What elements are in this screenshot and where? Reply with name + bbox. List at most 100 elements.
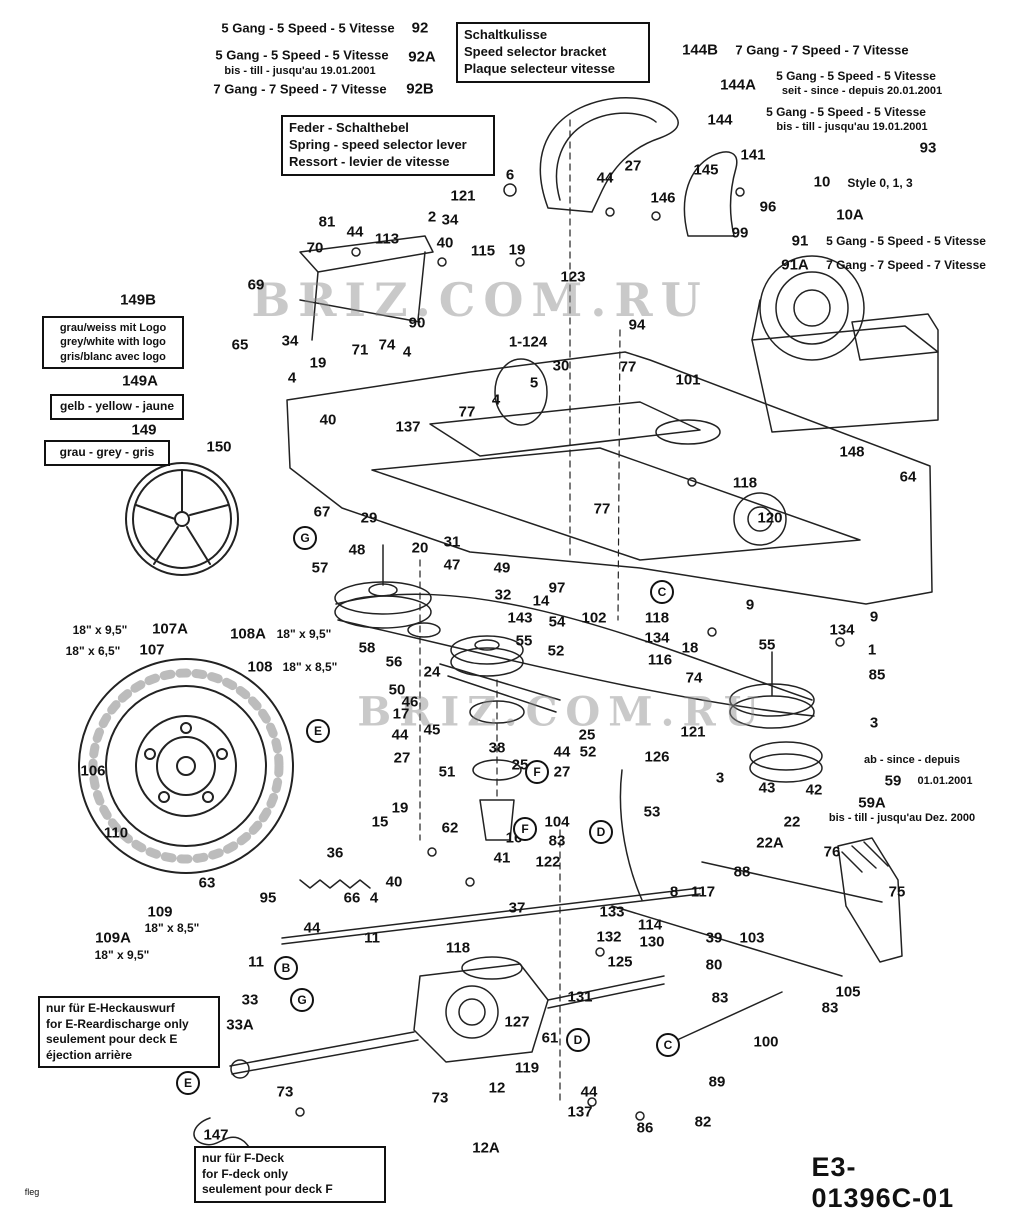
part-label: 113 — [374, 230, 400, 248]
part-label: 137 — [395, 418, 421, 436]
callout-line: grey/white with logo — [60, 336, 166, 349]
part-label: 73 — [276, 1083, 294, 1101]
part-label: 147 — [203, 1126, 229, 1144]
part-label: 19 — [391, 799, 409, 817]
part-label: 144 — [707, 111, 733, 129]
part-label: 92A — [408, 48, 436, 66]
part-label: 18" x 9,5" — [72, 623, 128, 637]
circled-letter-g: G — [293, 526, 317, 550]
part-label: 121 — [680, 723, 706, 741]
callout-line: Feder - Schalthebel — [289, 120, 409, 135]
part-label: 56 — [385, 653, 403, 671]
part-label: bis - till - jusqu'au 19.01.2001 — [776, 121, 928, 133]
spring — [299, 879, 371, 889]
part-label: 141 — [740, 146, 766, 164]
part-label: 103 — [739, 929, 765, 947]
part-label: 62 — [441, 819, 459, 837]
callout-line: nur für F-Deck — [202, 1151, 285, 1165]
part-label: 19 — [508, 241, 526, 259]
part-label: 86 — [636, 1119, 654, 1137]
part-label: 93 — [919, 139, 937, 157]
callout-line: grau - grey - gris — [59, 445, 155, 459]
part-label: 121 — [450, 187, 476, 205]
circled-letter-f: F — [513, 817, 537, 841]
part-label: 38 — [488, 739, 506, 757]
part-label: 5 Gang - 5 Speed - 5 Vitesse — [766, 105, 926, 119]
part-label: 18" x 6,5" — [65, 644, 121, 658]
part-label: 22 — [783, 813, 801, 831]
part-label: 144B — [682, 41, 718, 59]
circled-letter-e: E — [306, 719, 330, 743]
part-label: 3 — [869, 714, 879, 732]
part-label: 149A — [122, 372, 158, 390]
part-label: 83 — [548, 832, 566, 850]
part-label: 133 — [599, 903, 625, 921]
part-label: 27 — [393, 749, 411, 767]
part-label: 96 — [759, 198, 777, 216]
part-label: 120 — [757, 509, 783, 527]
part-label: 75 — [888, 883, 906, 901]
callout-line: seulement pour deck E — [46, 1032, 178, 1047]
part-label: 144A — [720, 76, 756, 94]
callout-line: Plaque selecteur vitesse — [464, 60, 616, 76]
part-label: 43 — [758, 779, 776, 797]
callout-line: gelb - yellow - jaune — [59, 399, 175, 413]
part-label: 1-124 — [508, 333, 548, 351]
circled-letter-d: D — [566, 1028, 590, 1052]
cross-rod — [281, 887, 701, 945]
part-label: 149B — [120, 291, 156, 309]
part-label: 97 — [548, 579, 566, 597]
part-label: 70 — [306, 239, 324, 257]
part-label: 30 — [552, 357, 570, 375]
part-label: 40 — [385, 873, 403, 891]
part-label: Style 0, 1, 3 — [847, 176, 913, 190]
part-label: 59A — [858, 794, 886, 812]
part-label: 24 — [423, 663, 441, 681]
part-label: 64 — [899, 468, 917, 486]
part-label: 85 — [868, 666, 886, 684]
part-label: 65 — [231, 336, 249, 354]
part-label: 101 — [675, 371, 701, 389]
part-label: 66 — [343, 889, 361, 907]
callout-line: for F-deck only — [202, 1166, 289, 1181]
circled-letter-d: D — [589, 820, 613, 844]
part-label: 123 — [560, 268, 586, 286]
part-label: 91A — [781, 256, 809, 274]
part-label: 18" x 9,5" — [276, 627, 332, 641]
watermark-text: BRIZ.COM.RU — [251, 273, 709, 327]
part-label: 118 — [644, 609, 670, 627]
part-label: 2 — [427, 208, 437, 226]
part-label: 17 — [392, 705, 410, 723]
part-label: 6 — [505, 166, 515, 184]
part-label: 46 — [401, 693, 419, 711]
part-label: 20 — [411, 539, 429, 557]
part-label: 14 — [532, 592, 550, 610]
part-label: 143 — [507, 609, 533, 627]
part-label: 145 — [693, 161, 719, 179]
callout-line: Schaltkulisse — [464, 27, 548, 42]
part-label: 69 — [247, 276, 265, 294]
part-label: 115 — [470, 242, 496, 260]
part-label: 131 — [567, 988, 593, 1006]
part-label: 105 — [835, 983, 861, 1001]
part-label: 122 — [535, 853, 561, 871]
part-label: 48 — [348, 541, 366, 559]
part-label: 4 — [287, 369, 297, 387]
part-label: 12A — [472, 1139, 500, 1157]
part-label: 118 — [732, 474, 758, 492]
part-label: 49 — [493, 559, 511, 577]
part-label: 58 — [358, 639, 376, 657]
part-label: 34 — [441, 211, 459, 229]
part-label: 52 — [579, 743, 597, 761]
callout-line: nur für E-Heckauswurf — [46, 1001, 175, 1015]
part-label: 125 — [607, 953, 633, 971]
hub-cap — [125, 462, 239, 576]
part-label: 53 — [643, 803, 661, 821]
part-label: 117 — [690, 883, 716, 901]
watermark-text: BRIZ.COM.RU — [357, 688, 767, 736]
callout-line: for E-Reardischarge only — [46, 1016, 189, 1031]
part-label: 71 — [351, 341, 369, 359]
part-label: 83 — [821, 999, 839, 1017]
part-label: 149 — [131, 421, 157, 439]
